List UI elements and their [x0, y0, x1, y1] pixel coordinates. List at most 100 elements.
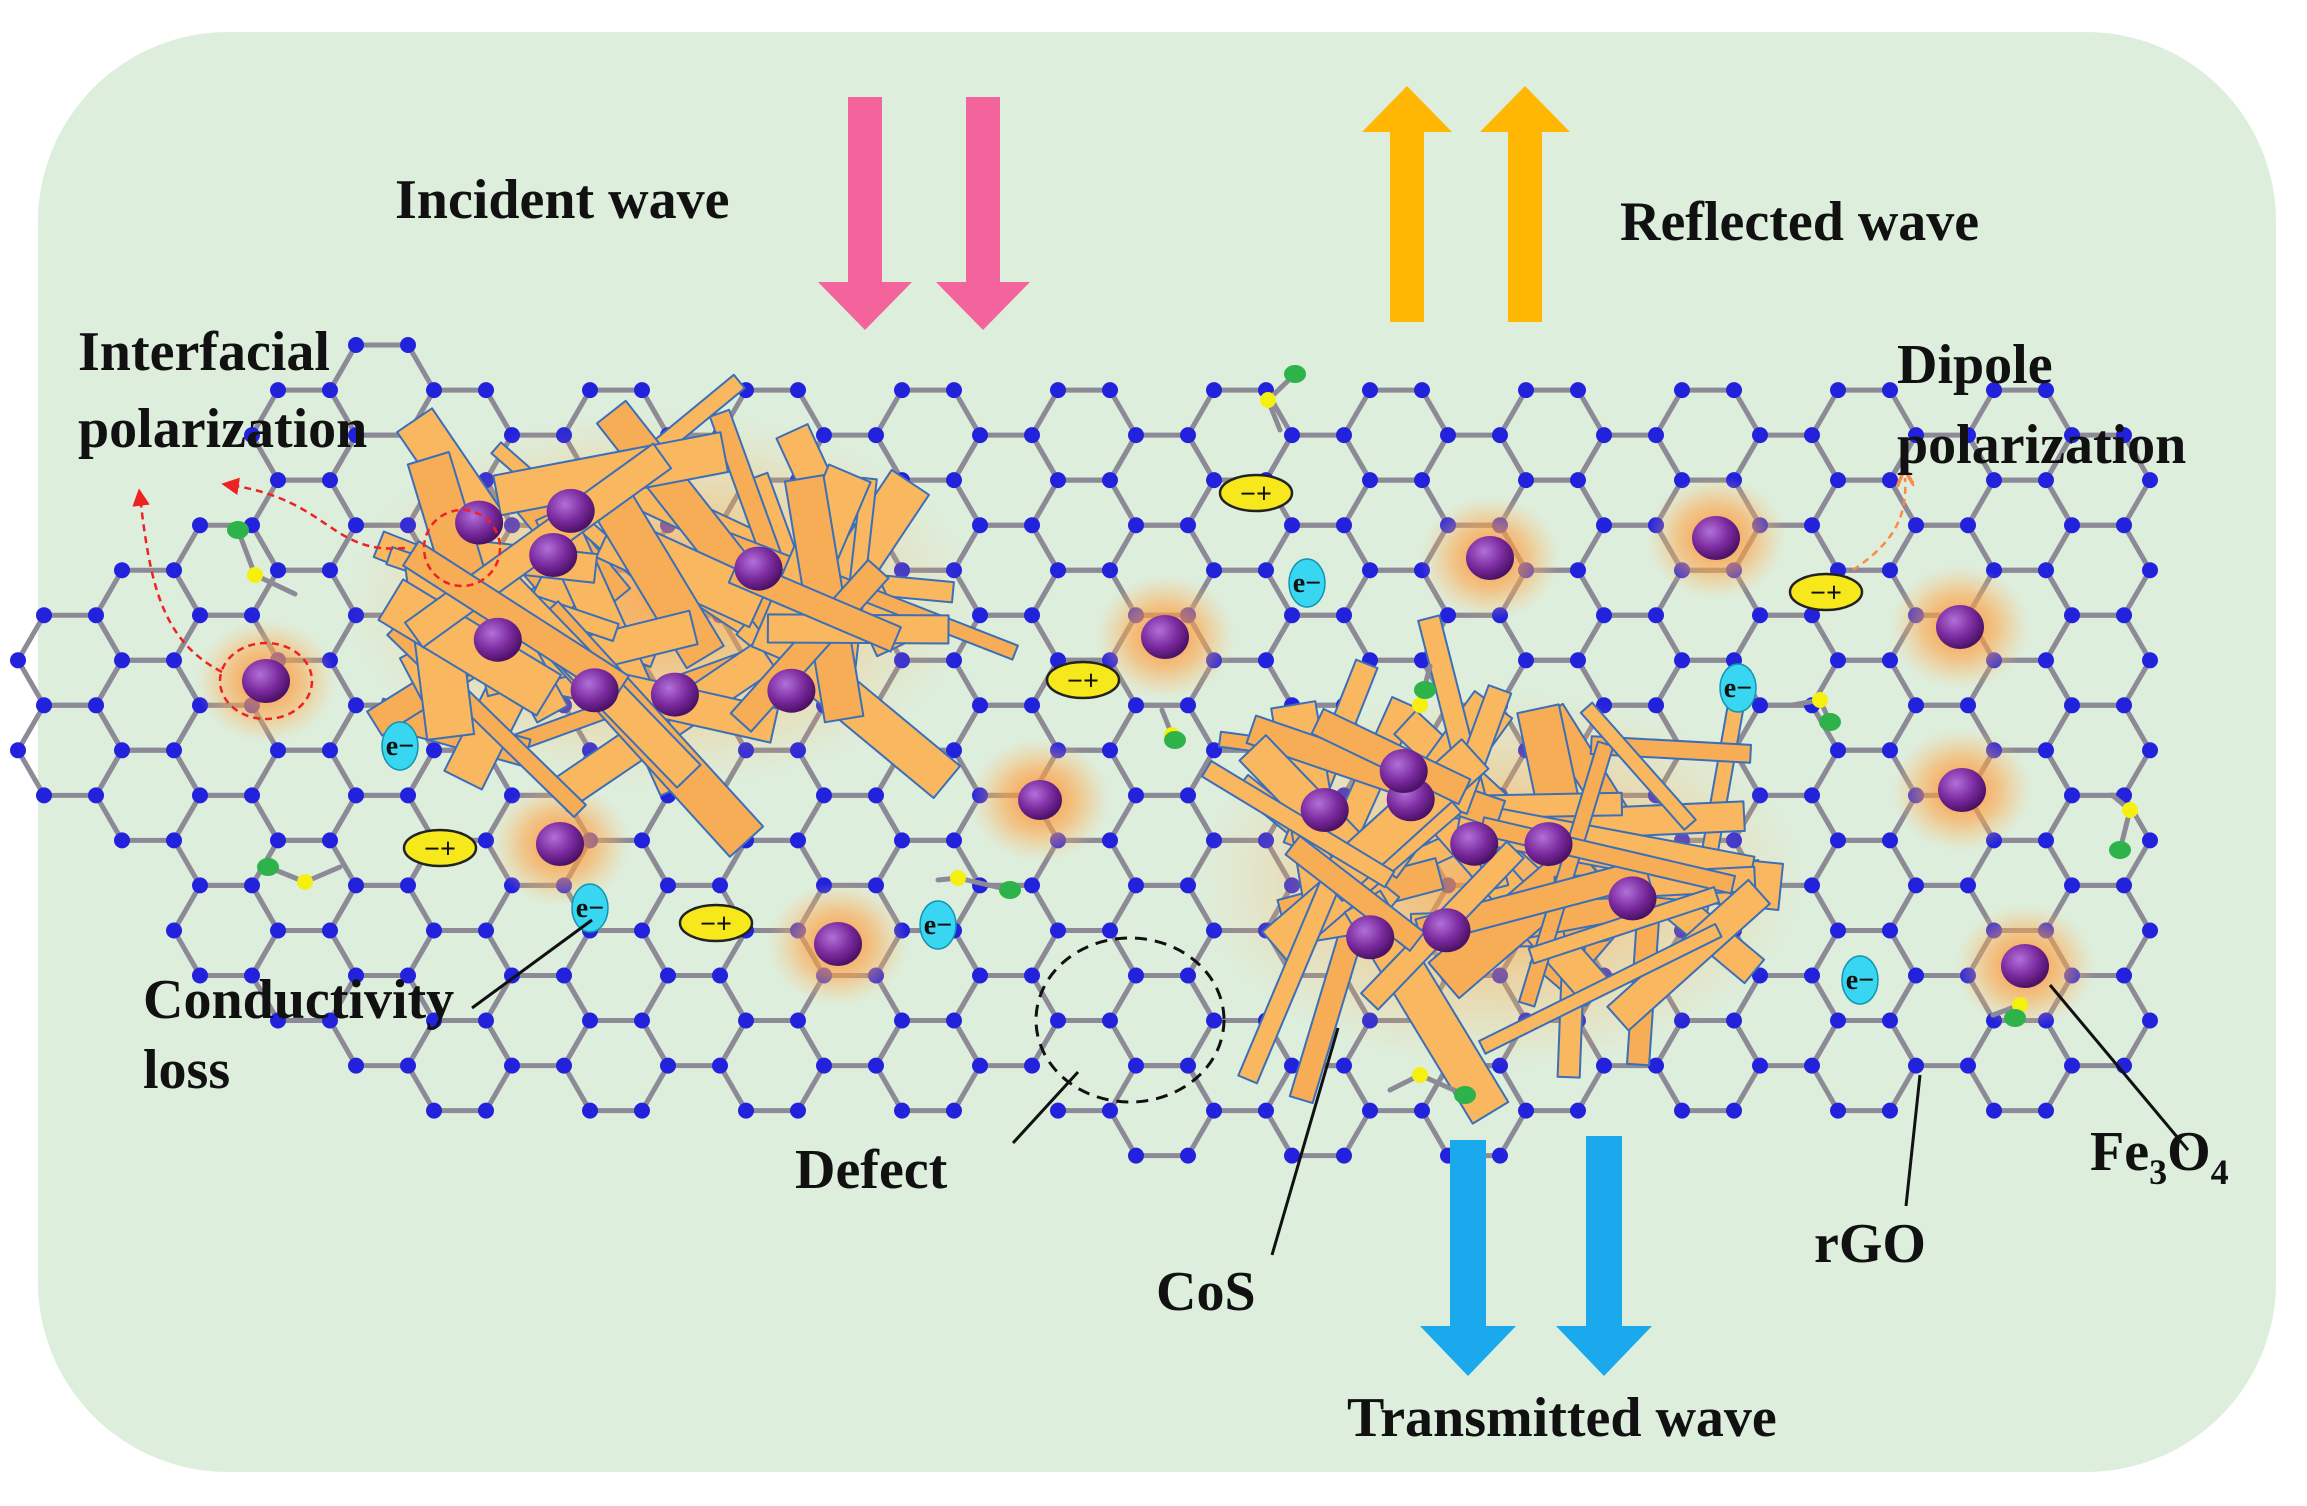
carbon-atom — [972, 427, 988, 444]
carbon-atom — [1362, 1102, 1378, 1119]
carbon-atom — [114, 562, 130, 579]
carbon-atom — [1596, 427, 1612, 444]
functional-groups — [227, 365, 2138, 1104]
carbon-atom — [10, 652, 26, 669]
carbon-atom — [712, 967, 728, 984]
cc-bond — [2043, 477, 2075, 528]
carbon-atom — [1804, 607, 1820, 624]
cc-bond — [1029, 477, 1061, 528]
carbon-atom — [1128, 1057, 1144, 1074]
carbon-atom — [166, 562, 182, 579]
fe3o4-particle-embedded — [1524, 822, 1573, 867]
cc-bond — [1107, 973, 1139, 1023]
cc-bond — [1341, 1063, 1373, 1114]
cc-bond — [951, 1018, 983, 1069]
carbon-atom — [660, 877, 676, 894]
cc-bond — [1497, 432, 1529, 483]
cc-bond — [2043, 432, 2075, 483]
carbon-atom — [1050, 472, 1066, 489]
cc-bond — [2043, 792, 2075, 843]
hydrogen-atom — [247, 567, 263, 583]
cc-bond — [171, 657, 203, 708]
cc-bond — [1419, 432, 1451, 483]
cc-bond — [405, 747, 437, 798]
cc-bond — [1419, 1108, 1451, 1159]
carbon-atom — [1882, 832, 1898, 849]
cc-bond — [1341, 432, 1373, 483]
cc-bond — [1887, 837, 1919, 888]
carbon-atom — [1726, 382, 1742, 399]
carbon-atom — [1908, 697, 1924, 714]
cos-flake — [402, 540, 630, 702]
cc-bond — [1809, 522, 1841, 573]
carbon-atom — [244, 967, 260, 984]
carbon-atom — [1050, 382, 1066, 399]
charge-markers: e−e−e−e−e−e−−+−+−+−+−+ — [381, 473, 1879, 1005]
carbon-atom — [1726, 1102, 1742, 1119]
carbon-atom — [1960, 877, 1976, 894]
hydrogen-atom — [1260, 392, 1276, 408]
electron-label: e− — [576, 893, 604, 924]
cc-bond — [639, 973, 671, 1023]
carbon-atom — [270, 562, 286, 579]
hydrogen-atom — [1412, 697, 1428, 713]
carbon-atom — [2038, 652, 2054, 669]
cc-bond — [1731, 1063, 1763, 1114]
dipole-label-line1: Dipole — [1897, 334, 2053, 396]
carbon-atom — [1830, 922, 1846, 939]
carbon-atom — [1206, 562, 1222, 579]
carbon-atom — [1570, 382, 1586, 399]
cc-bond — [171, 567, 203, 618]
carbon-atom — [244, 877, 260, 894]
fe3o4-particle-embedded — [734, 546, 783, 591]
cc-bond — [1809, 477, 1841, 528]
carbon-atom — [348, 787, 364, 804]
hydrogen-atom — [297, 874, 313, 890]
cc-bond — [1575, 657, 1607, 708]
cc-bond — [2121, 612, 2153, 663]
dipole-marker: −+ — [402, 828, 478, 868]
interfacial-label-line2: polarization — [78, 398, 367, 460]
carbon-atom — [478, 922, 494, 939]
oxygen-atom — [1284, 365, 1306, 383]
cc-bond — [2043, 1018, 2075, 1069]
electron-marker: e− — [571, 883, 609, 933]
cc-bond — [1029, 882, 1061, 933]
cc-bond — [1497, 387, 1529, 438]
cc-bond — [483, 1063, 515, 1114]
cc-bond — [483, 882, 515, 933]
fe3o4-label: Fe3O4 — [2090, 1121, 2229, 1192]
carbon-atom — [634, 1012, 650, 1029]
cc-bond — [2043, 612, 2075, 663]
interface-arrow-2 — [132, 488, 223, 674]
fe3o4-particle-embedded — [767, 668, 816, 713]
cc-bond — [717, 837, 749, 888]
cc-bond — [1263, 432, 1295, 483]
transmitted-arrow-2 — [1556, 1136, 1652, 1376]
carbon-atom — [400, 877, 416, 894]
carbon-atom — [192, 607, 208, 624]
carbon-atom — [426, 1012, 442, 1029]
cc-bond — [795, 387, 827, 438]
carbon-atom — [1024, 967, 1040, 984]
carbon-atom — [1180, 967, 1196, 984]
carbon-atom — [634, 832, 650, 849]
cc-bond — [1575, 522, 1607, 573]
fe3o4-particle-embedded — [1346, 915, 1395, 960]
cc-bond — [249, 477, 281, 528]
carbon-atom — [2142, 472, 2158, 489]
cc-bond — [1809, 928, 1841, 978]
cc-bond — [1185, 432, 1217, 483]
carbon-atom — [2038, 472, 2054, 489]
cc-bond — [1185, 387, 1217, 438]
carbon-atom — [348, 877, 364, 894]
carbon-atom — [2064, 427, 2080, 444]
dipole-polarization-arrow — [1852, 478, 1905, 572]
carbon-atom — [1102, 1012, 1118, 1029]
carbon-atom — [1492, 427, 1508, 444]
carbon-atom — [1128, 877, 1144, 894]
cc-bond — [951, 882, 983, 933]
cc-bond — [1107, 432, 1139, 483]
particle-glows — [196, 476, 2095, 1028]
carbon-atom — [348, 697, 364, 714]
